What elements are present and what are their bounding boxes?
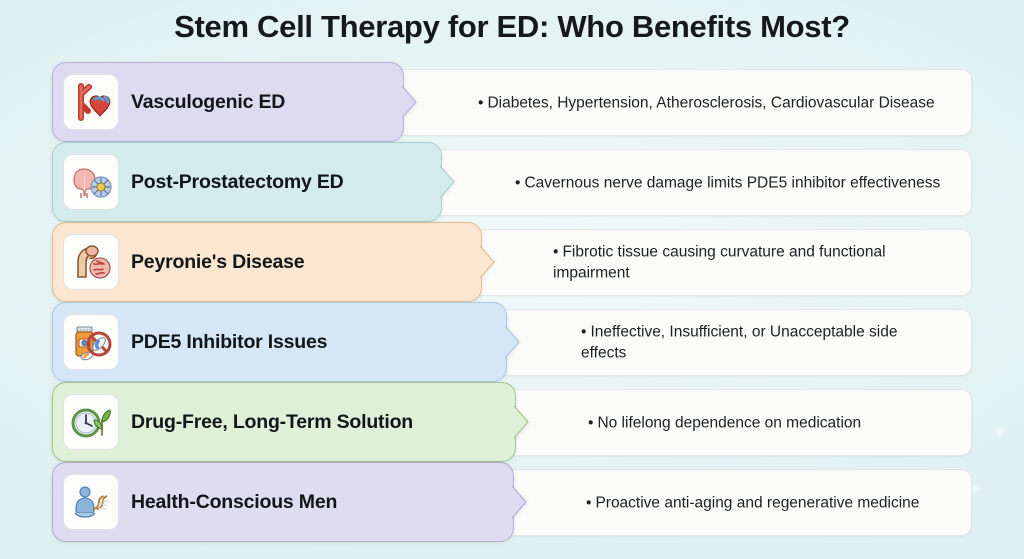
detail-text: •Fibrotic tissue causing curvature and f…	[553, 241, 971, 284]
label-card-pde5-inhibitor-issues[interactable]: PDE5 Inhibitor Issues	[52, 302, 520, 382]
bullet-glyph: •	[581, 323, 587, 341]
page-title: Stem Cell Therapy for ED: Who Benefits M…	[174, 9, 850, 44]
detail-label: Diabetes, Hypertension, Atherosclerosis,…	[487, 93, 935, 111]
bullet-glyph: •	[588, 413, 594, 431]
label-card-drug-free-long-term-solution[interactable]: Drug-Free, Long-Term Solution	[52, 382, 529, 462]
bullet-glyph: •	[478, 93, 484, 111]
detail-text: •Proactive anti-aging and regenerative m…	[586, 492, 945, 513]
label-card-peyronies-disease[interactable]: Peyronie's Disease	[52, 222, 495, 302]
label-card-vasculogenic-ed[interactable]: Vasculogenic ED	[52, 62, 417, 142]
detail-label: Cavernous nerve damage limits PDE5 inhib…	[524, 173, 941, 191]
detail-label: Ineffective, Insufficient, or Unacceptab…	[581, 323, 898, 362]
chevron-tab-icon	[512, 485, 528, 519]
label-text: Vasculogenic ED	[131, 90, 286, 113]
benefit-row: •Diabetes, Hypertension, Atherosclerosis…	[0, 62, 1024, 142]
bullet-glyph: •	[515, 173, 521, 191]
meditation-dna-icon	[63, 474, 119, 530]
detail-text: •No lifelong dependence on medication	[588, 412, 887, 433]
artery-heart-icon	[63, 74, 119, 130]
label-text: Drug-Free, Long-Term Solution	[131, 410, 413, 433]
pill-bottle-prohibited-icon	[63, 314, 119, 370]
chevron-tab-icon	[402, 85, 418, 119]
detail-text: •Diabetes, Hypertension, Atherosclerosis…	[478, 92, 961, 113]
penis-fibrosis-icon	[63, 234, 119, 290]
clock-leaf-icon	[63, 394, 119, 450]
benefit-row: •Fibrotic tissue causing curvature and f…	[0, 222, 1024, 302]
detail-label: Fibrotic tissue causing curvature and fu…	[553, 243, 886, 282]
label-card-health-conscious-men[interactable]: Health-Conscious Men	[52, 462, 527, 542]
chevron-tab-icon	[440, 165, 456, 199]
detail-label: Proactive anti-aging and regenerative me…	[595, 493, 920, 511]
bullet-glyph: •	[586, 493, 592, 511]
benefit-row: •Proactive anti-aging and regenerative m…	[0, 462, 1024, 542]
label-text: Peyronie's Disease	[131, 250, 305, 273]
detail-text: •Cavernous nerve damage limits PDE5 inhi…	[515, 172, 966, 193]
label-card-post-prostatectomy-ed[interactable]: Post-Prostatectomy ED	[52, 142, 455, 222]
label-text: Post-Prostatectomy ED	[131, 170, 344, 193]
chevron-tab-icon	[505, 325, 521, 359]
detail-text: •Ineffective, Insufficient, or Unaccepta…	[581, 321, 971, 364]
benefit-row: •Ineffective, Insufficient, or Unaccepta…	[0, 302, 1024, 382]
label-text: Health-Conscious Men	[131, 490, 338, 513]
benefit-row: •No lifelong dependence on medication Dr…	[0, 382, 1024, 462]
label-text: PDE5 Inhibitor Issues	[131, 330, 328, 353]
benefit-rows-list: •Diabetes, Hypertension, Atherosclerosis…	[0, 62, 1024, 542]
benefit-row: •Cavernous nerve damage limits PDE5 inhi…	[0, 142, 1024, 222]
bullet-glyph: •	[553, 243, 559, 261]
chevron-tab-icon	[480, 245, 496, 279]
prostate-nerve-icon	[63, 154, 119, 210]
detail-label: No lifelong dependence on medication	[597, 413, 862, 431]
chevron-tab-icon	[514, 405, 530, 439]
